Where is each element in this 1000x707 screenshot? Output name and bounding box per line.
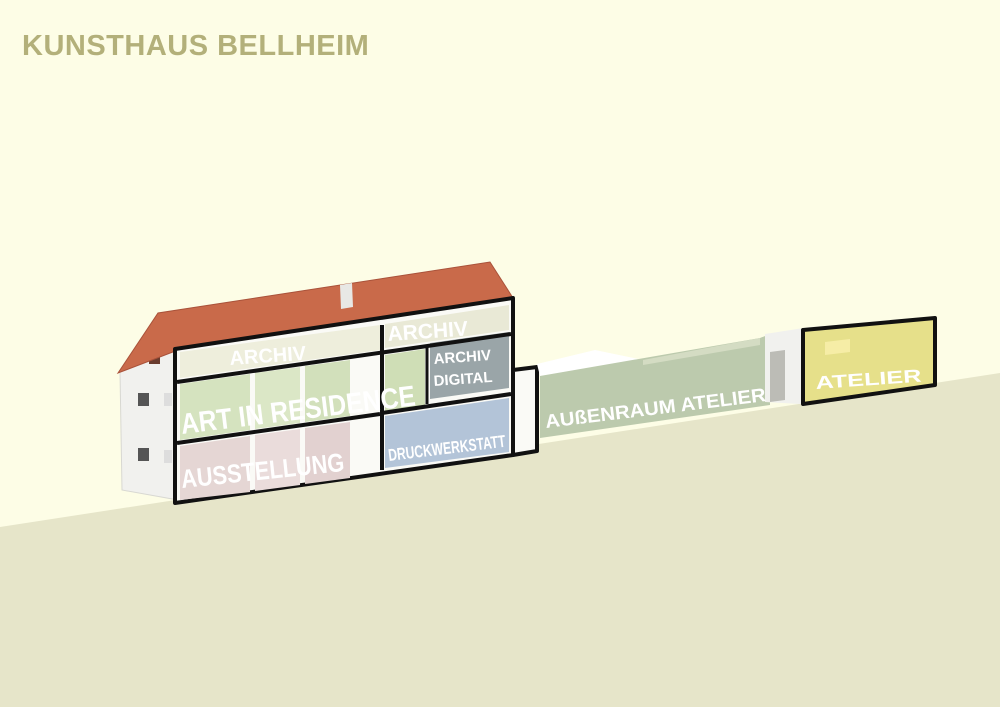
atelier-door: [770, 350, 785, 402]
label-archiv-right: ARCHIV: [387, 317, 469, 346]
room-archiv-digital: [430, 332, 509, 399]
atelier-section-frame: [801, 316, 937, 406]
side-vent: [164, 393, 172, 406]
room-art-in-residence-1: [180, 374, 250, 440]
aussenraum-volume: [540, 334, 770, 438]
floor-slab-middle: [176, 412, 381, 445]
label-archiv-left: ARCHIV: [229, 343, 308, 370]
window: [138, 448, 149, 461]
room-art-in-residence-4: [385, 349, 425, 411]
label-archiv-digital-1: ARCHIV: [433, 347, 492, 368]
window: [138, 393, 149, 406]
room-art-in-residence-2: [255, 367, 300, 429]
room-archiv-left: [180, 325, 380, 378]
aussenraum-back-wall: [643, 338, 760, 365]
page-title: KUNSTHAUS BELLHEIM: [22, 30, 370, 62]
roof: [116, 261, 514, 375]
label-archiv-digital-2: DIGITAL: [433, 369, 493, 390]
atelier-window: [825, 339, 850, 355]
room-archiv-right: [385, 305, 509, 348]
room-ausstellung-3: [305, 422, 350, 484]
ground-plane: [0, 373, 1000, 707]
room-art-in-residence-3: [305, 360, 350, 422]
floor-slab-right: [381, 392, 512, 415]
connector-block: [511, 365, 539, 457]
room-ausstellung-1: [180, 436, 250, 500]
chimney: [340, 283, 353, 309]
side-vent: [164, 450, 172, 463]
floor-slab-attic: [176, 332, 512, 384]
room-druckwerkstatt: [385, 398, 509, 468]
room-ausstellung-2: [255, 429, 300, 491]
aussenraum-top: [537, 350, 643, 376]
